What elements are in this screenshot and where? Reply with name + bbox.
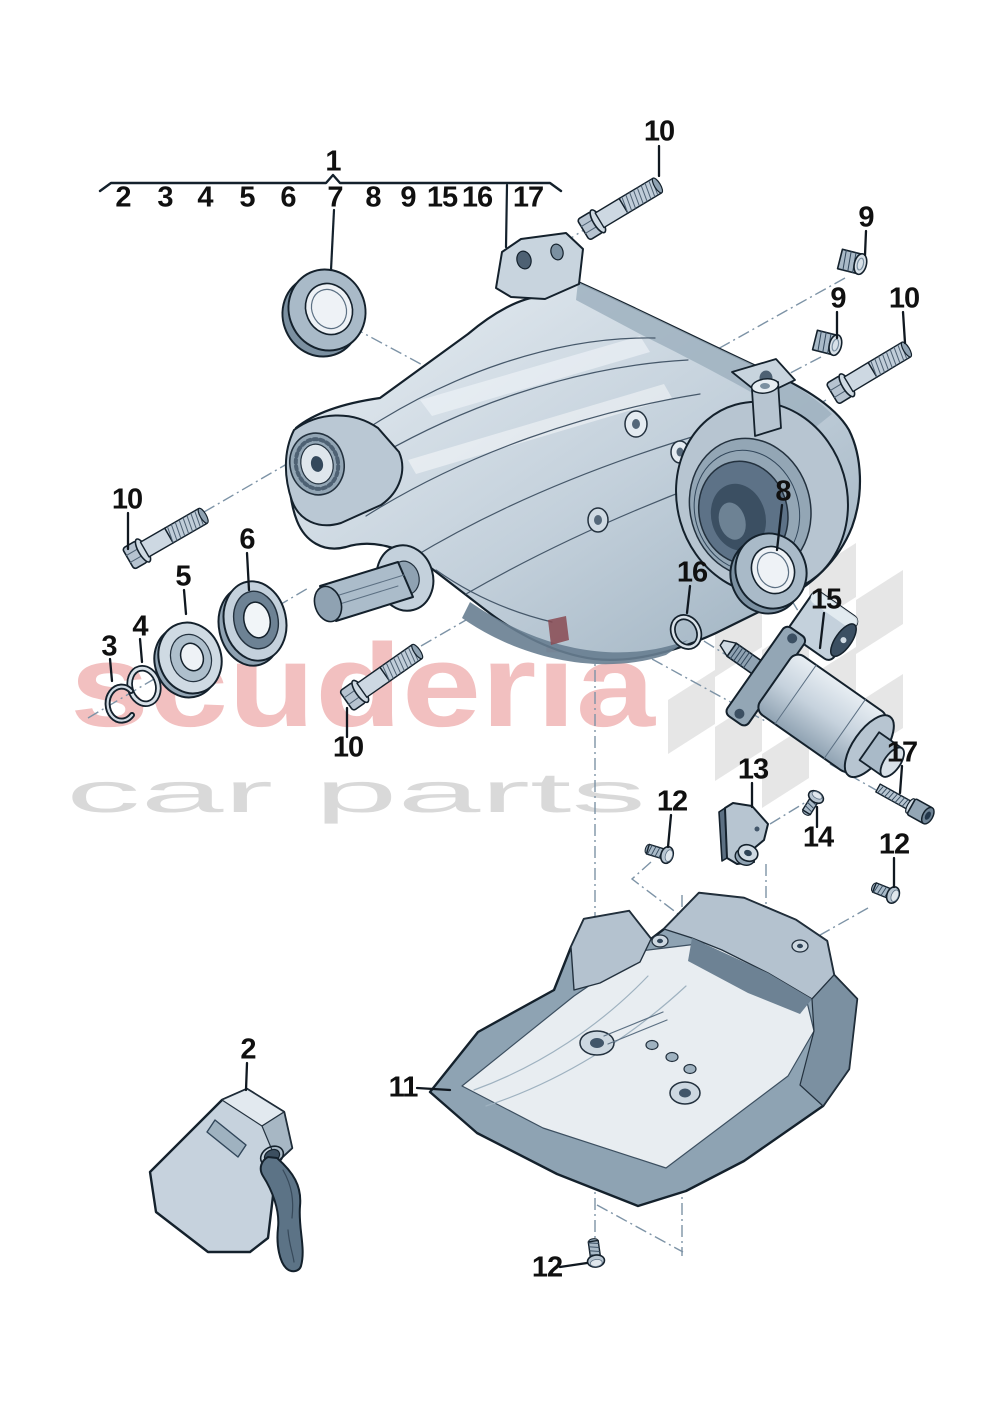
callout-label-12-17: 12 bbox=[878, 828, 910, 861]
callout-label-11-18: 11 bbox=[388, 1071, 419, 1104]
leader-line-15-12 bbox=[818, 611, 826, 650]
part-10-flange-bolt bbox=[122, 177, 913, 711]
watermark-tagline-text: car parts bbox=[66, 761, 646, 824]
group-item-5: 5 bbox=[239, 181, 255, 214]
callout-label-10-9: 10 bbox=[332, 731, 364, 764]
group-item-15: 15 bbox=[426, 181, 458, 214]
part-5-thrust-washer bbox=[153, 621, 223, 699]
leader-line-16-11 bbox=[685, 584, 692, 615]
callout-label-10-4: 10 bbox=[111, 483, 143, 516]
part-15-actuator-motor bbox=[719, 590, 905, 779]
callout-label-12-19: 12 bbox=[531, 1251, 563, 1284]
callout-label-13-14: 13 bbox=[737, 753, 769, 786]
group-item-9: 9 bbox=[400, 181, 416, 214]
leader-line-9-1 bbox=[863, 229, 868, 257]
callout-label-14-15: 14 bbox=[802, 821, 834, 854]
group-item-7: 7 bbox=[327, 181, 343, 214]
group-bracket bbox=[98, 173, 563, 272]
part-12-screw bbox=[586, 843, 901, 1268]
callout-label-15-12: 15 bbox=[810, 583, 842, 616]
callout-label-17-13: 17 bbox=[886, 736, 918, 769]
leader-line-8-10 bbox=[775, 503, 784, 552]
part-11-cover-plate bbox=[428, 891, 859, 1208]
checker-cell-6 bbox=[762, 724, 809, 808]
callout-label-8-10: 8 bbox=[775, 475, 791, 508]
part-7-shaft-seal bbox=[281, 268, 367, 358]
callout-label-9-1: 9 bbox=[858, 201, 874, 234]
leader-line-2-20 bbox=[244, 1061, 249, 1092]
callout-label-10-0: 10 bbox=[643, 115, 675, 148]
part-3-circlip bbox=[104, 683, 135, 724]
part-8-shaft-seal bbox=[729, 532, 808, 615]
part-14-screw bbox=[801, 789, 825, 816]
leader-line-17-13 bbox=[898, 764, 904, 795]
leader-line-12-19 bbox=[558, 1261, 589, 1269]
callout-label-16-11: 16 bbox=[676, 556, 708, 589]
callout-label-3-8: 3 bbox=[101, 630, 117, 663]
group-item-17: 17 bbox=[512, 181, 544, 214]
group-item-3: 3 bbox=[157, 181, 173, 214]
callout-label-5-6: 5 bbox=[175, 560, 191, 593]
leader-line-3-8 bbox=[108, 657, 114, 683]
checker-cell-9 bbox=[856, 570, 903, 654]
callout-label-2-20: 2 bbox=[240, 1033, 256, 1066]
callout-label-4-7: 4 bbox=[132, 610, 148, 643]
part-2-oil-bottle bbox=[148, 1087, 304, 1273]
group-item-16: 16 bbox=[461, 181, 493, 214]
leader-line-5-6 bbox=[182, 588, 188, 616]
part-differential-housing bbox=[284, 232, 862, 665]
group-item-8: 8 bbox=[365, 181, 381, 214]
part-13-bracket bbox=[718, 802, 769, 866]
leader-line-11-18 bbox=[415, 1086, 452, 1092]
part-17-socket-screw bbox=[875, 783, 935, 825]
callout-leader-lines bbox=[108, 144, 907, 1269]
callout-label-12-16: 12 bbox=[656, 785, 688, 818]
leader-line-6-5 bbox=[245, 551, 251, 592]
callout-label-9-2: 9 bbox=[830, 282, 846, 315]
group-item-2: 2 bbox=[115, 181, 131, 214]
part-illustrations bbox=[104, 177, 935, 1273]
group-item-4: 4 bbox=[197, 181, 213, 214]
callout-label-6-5: 6 bbox=[239, 523, 255, 556]
leader-line-10-3 bbox=[901, 310, 907, 345]
callout-label-10-3: 10 bbox=[888, 282, 920, 315]
part-16-o-ring bbox=[669, 614, 703, 650]
part-6-seal bbox=[217, 580, 288, 667]
group-item-6: 6 bbox=[280, 181, 296, 214]
callout-group-label: 1 bbox=[325, 145, 341, 178]
checker-cell-1 bbox=[668, 670, 715, 754]
leader-line-4-7 bbox=[138, 637, 144, 664]
leader-line-12-16 bbox=[666, 813, 673, 849]
